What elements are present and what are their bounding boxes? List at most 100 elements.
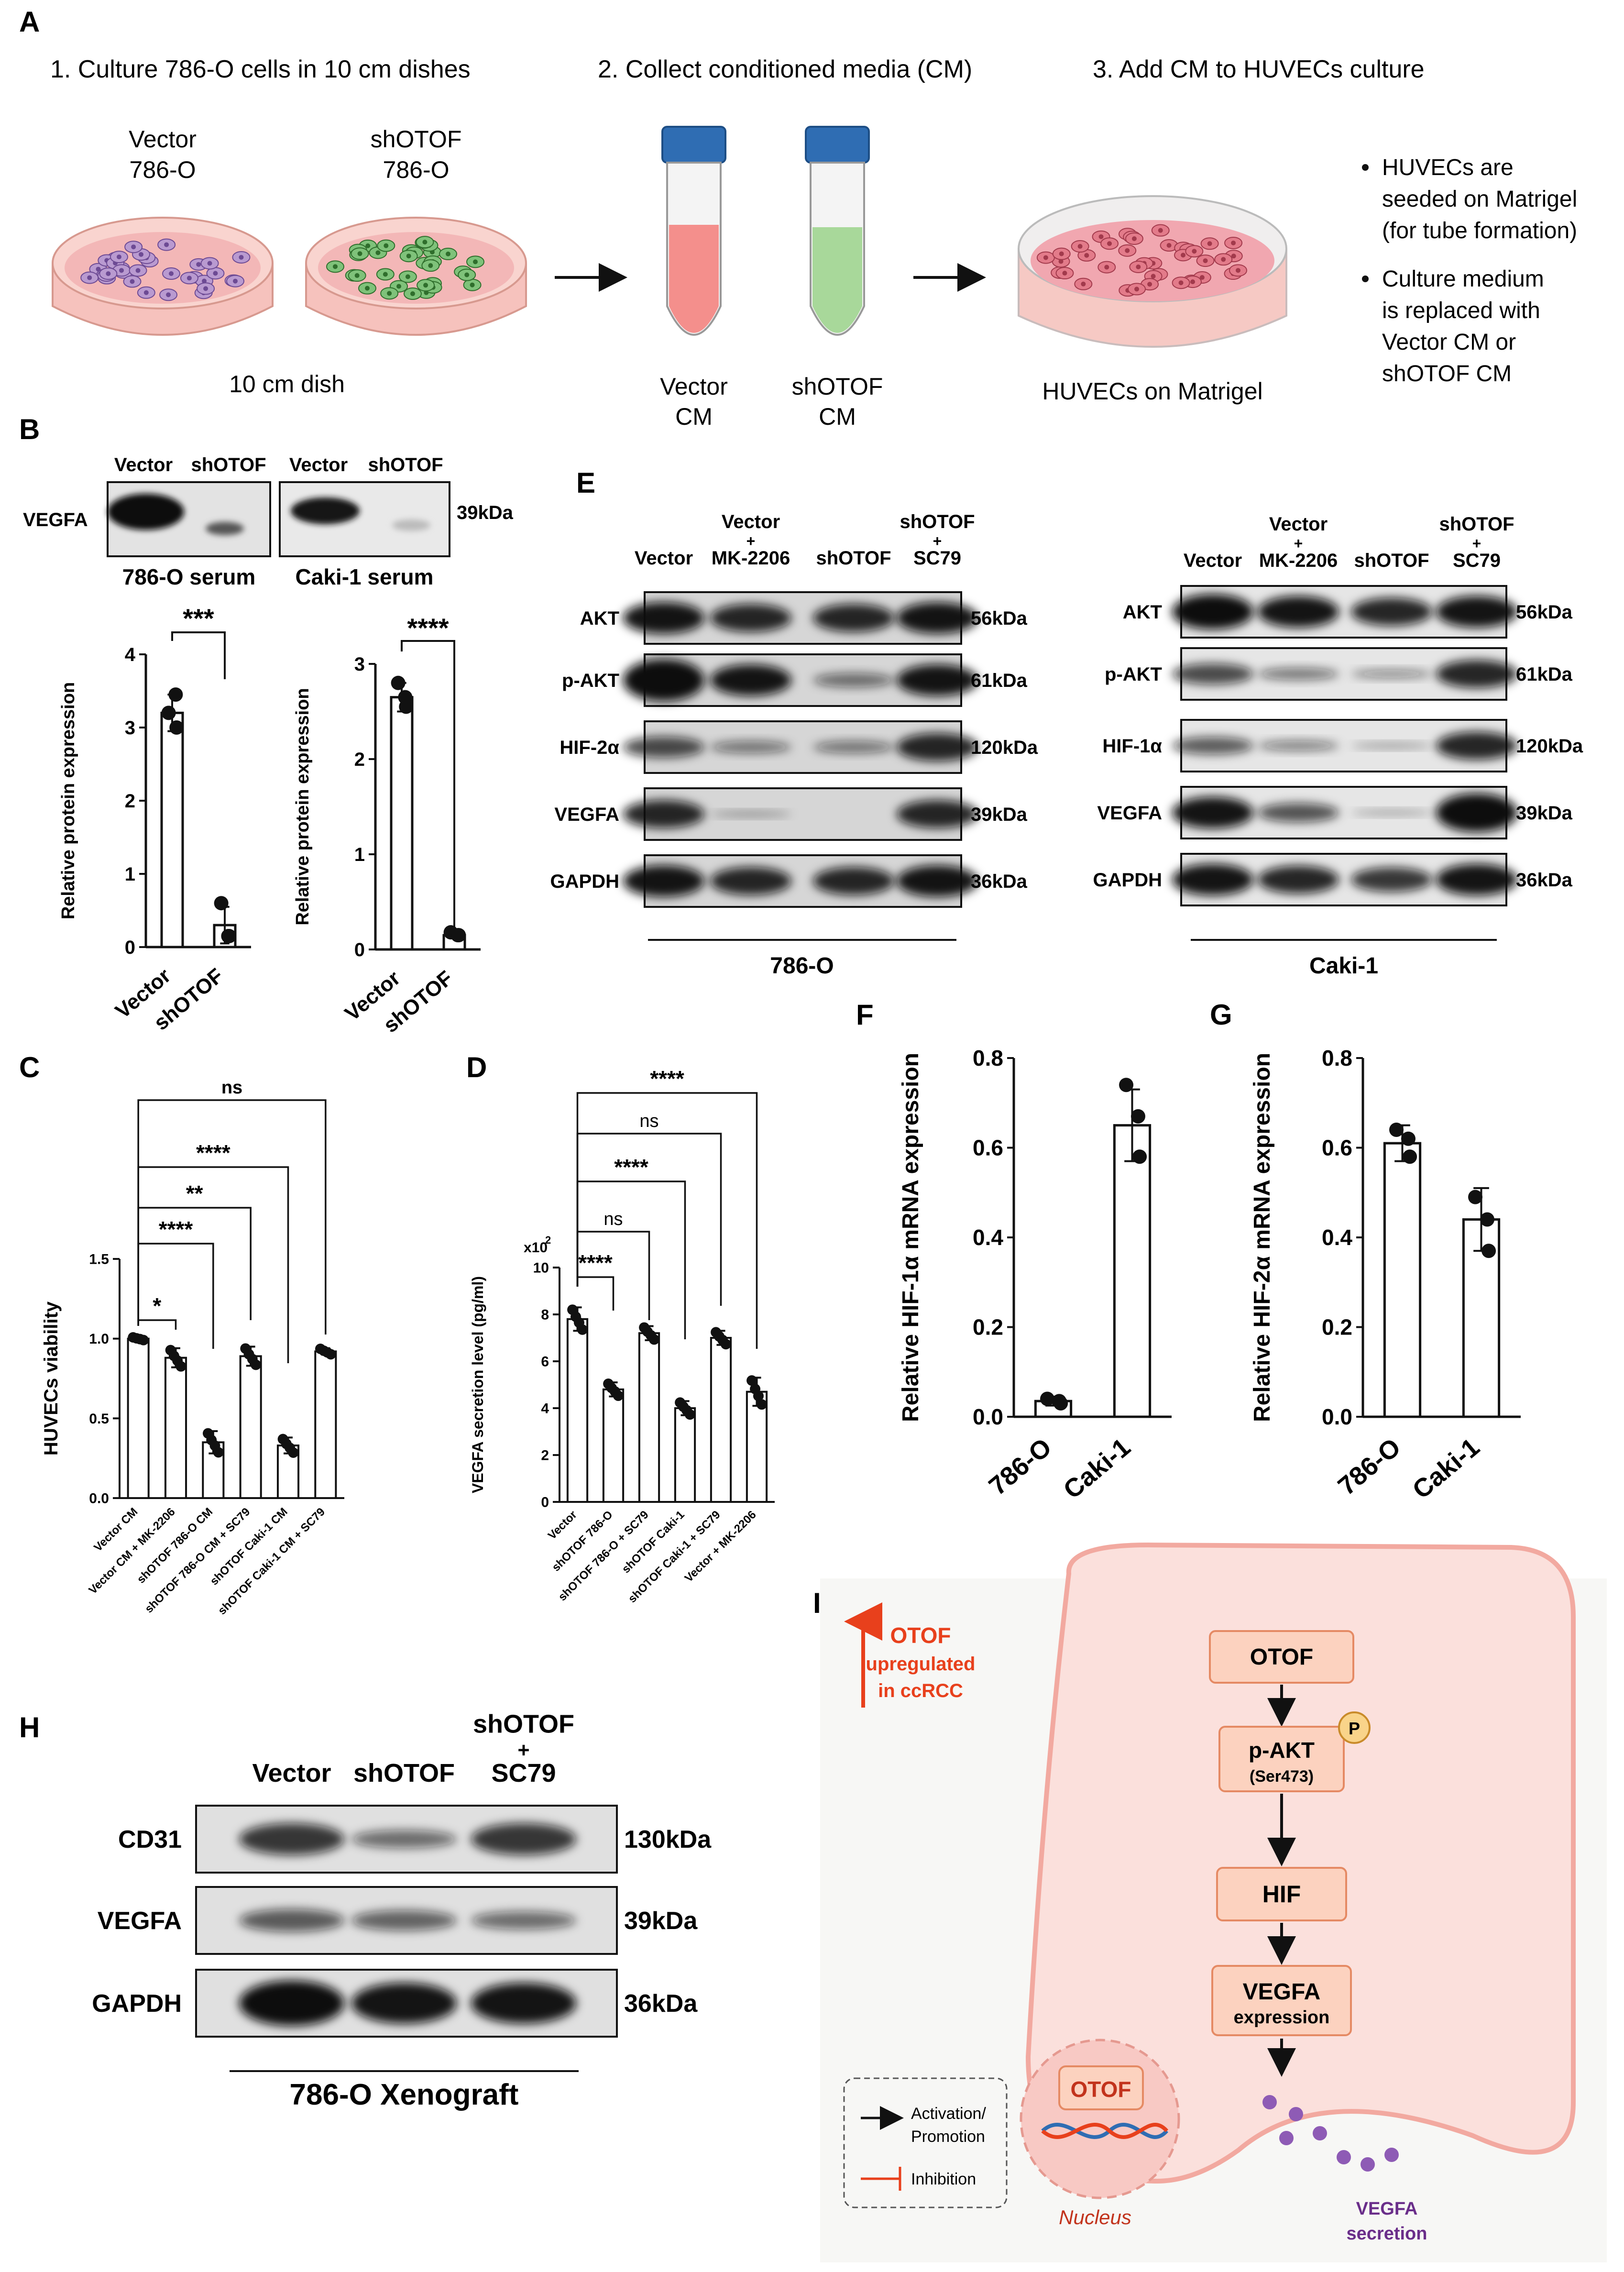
x-tick-label: shOTOF Caki-1 — [619, 1508, 687, 1576]
cell-nucleus-icon — [1236, 268, 1241, 273]
significance-bracket — [137, 1319, 177, 1330]
blot-lane-label: + — [1472, 535, 1481, 552]
data-point — [391, 675, 406, 690]
data-point — [399, 699, 414, 714]
cell-nucleus-icon — [1136, 264, 1141, 269]
legend-activation-line1: Activation/ — [911, 2105, 986, 2123]
y-axis-label: Relative protein expression — [58, 682, 78, 919]
significance-bracket — [401, 640, 455, 928]
blot-kda-label: 56kDa — [971, 608, 1028, 629]
y-tick-label: 3 — [125, 717, 135, 739]
significance-label: * — [153, 1293, 161, 1318]
cell-nucleus-icon — [1134, 287, 1140, 292]
blot-band — [813, 867, 894, 895]
blot-band — [1258, 803, 1339, 823]
otof-up-line3: in ccRCC — [878, 1680, 963, 1701]
y-tick-label: 0 — [354, 939, 365, 960]
data-point — [213, 1447, 224, 1458]
blot-kda-label: 39kDa — [1516, 803, 1573, 824]
blot-kda-label: 120kDa — [971, 737, 1038, 758]
secretion-line1: VEGFA — [1356, 2199, 1418, 2219]
blot-band — [1351, 810, 1432, 816]
data-point — [1119, 1078, 1134, 1092]
panel-g-letter: G — [1210, 999, 1232, 1031]
b-row-vegfa: VEGFA — [23, 509, 88, 530]
cell-nucleus-icon — [387, 291, 392, 296]
y-tick-label: 1 — [354, 844, 365, 865]
data-point — [1132, 1149, 1147, 1164]
panel-b-letter: B — [19, 413, 40, 445]
cell-nucleus-icon — [1203, 258, 1208, 264]
dish-caption: 10 cm dish — [229, 371, 345, 397]
tube2-label-line2: CM — [819, 403, 856, 430]
cell-nucleus-icon — [1058, 259, 1064, 264]
b-lane-shotof-2: shOTOF — [368, 454, 443, 475]
cell-nucleus-icon — [164, 242, 169, 247]
x-tick-label: Vector — [546, 1508, 580, 1542]
cell-nucleus-icon — [166, 292, 171, 298]
data-point — [251, 1359, 262, 1370]
huvec-caption: HUVECs on Matrigel — [1042, 378, 1262, 405]
data-point — [684, 1409, 695, 1420]
blot-kda-label: 120kDa — [1516, 736, 1583, 757]
blot-band — [351, 1983, 457, 2024]
cell-nucleus-icon — [116, 254, 121, 260]
blot-caption: 786-O Xenograft — [290, 2078, 519, 2111]
cell-nucleus-icon — [383, 272, 388, 277]
y-tick-label: 0.5 — [89, 1411, 109, 1427]
bar — [602, 1388, 625, 1503]
b-kda: 39kDa — [457, 502, 514, 523]
data-point — [753, 1390, 764, 1401]
blot-band — [1351, 669, 1432, 679]
cell-nucleus-icon — [1147, 282, 1152, 287]
blot-lane-label: shOTOF — [816, 548, 891, 569]
blot-row-label: AKT — [1123, 602, 1162, 623]
cell-nucleus-icon — [365, 243, 371, 248]
blot-band — [239, 1980, 344, 2026]
cell-nucleus-icon — [333, 264, 338, 269]
blot-lane-label: Vector — [722, 511, 780, 532]
tube1-label-line2: CM — [675, 403, 713, 430]
blot-band — [471, 1983, 576, 2024]
shotof-cells — [326, 236, 484, 300]
blot-row-label: HIF-1α — [1102, 736, 1162, 757]
b-blot1-caption: 786-O serum — [122, 564, 256, 589]
bar — [239, 1355, 262, 1499]
y-axis-label: HUVECs viability — [41, 1301, 62, 1456]
y-axis-label: Relative HIF-2α mRNA expression — [1250, 1053, 1275, 1422]
data-point — [1130, 1109, 1145, 1124]
cell-nucleus-icon — [1190, 279, 1196, 285]
pathway-box-otof: OTOF — [1209, 1630, 1354, 1684]
y-tick-label: 0.0 — [89, 1491, 109, 1507]
blot-caption: 786-O — [770, 953, 834, 979]
bar — [314, 1350, 337, 1499]
data-point — [1481, 1244, 1496, 1258]
blot-lane-label: shOTOF — [473, 1710, 574, 1738]
cell-nucleus-icon — [1231, 240, 1236, 245]
cell-nucleus-icon — [1166, 243, 1172, 248]
blot-band — [471, 1823, 576, 1855]
blot-band — [1436, 793, 1517, 832]
blot-band — [623, 602, 704, 634]
blot-band — [623, 736, 704, 758]
cell-nucleus-icon — [1084, 253, 1089, 258]
cell-membrane — [1025, 1542, 1576, 2184]
blot-row-label: AKT — [580, 608, 619, 629]
blot-band — [1258, 668, 1339, 680]
cell-nucleus-icon — [423, 283, 428, 288]
significance-label: **** — [159, 1217, 193, 1242]
tube1-label-line1: Vector — [660, 373, 728, 400]
panel-a-letter: A — [19, 6, 40, 38]
blot-band — [1172, 663, 1253, 685]
blot-kda-label: 61kDa — [1516, 664, 1573, 685]
cell-nucleus-icon — [446, 251, 451, 256]
blot-band — [239, 1909, 344, 1932]
legend-activation-line2: Promotion — [911, 2128, 985, 2146]
y-axis-label: VEGFA secretion level (pg/ml) — [469, 1276, 486, 1493]
y-tick-label: 0.0 — [973, 1404, 1003, 1429]
blot-band — [710, 604, 791, 632]
data-point — [176, 1361, 187, 1372]
